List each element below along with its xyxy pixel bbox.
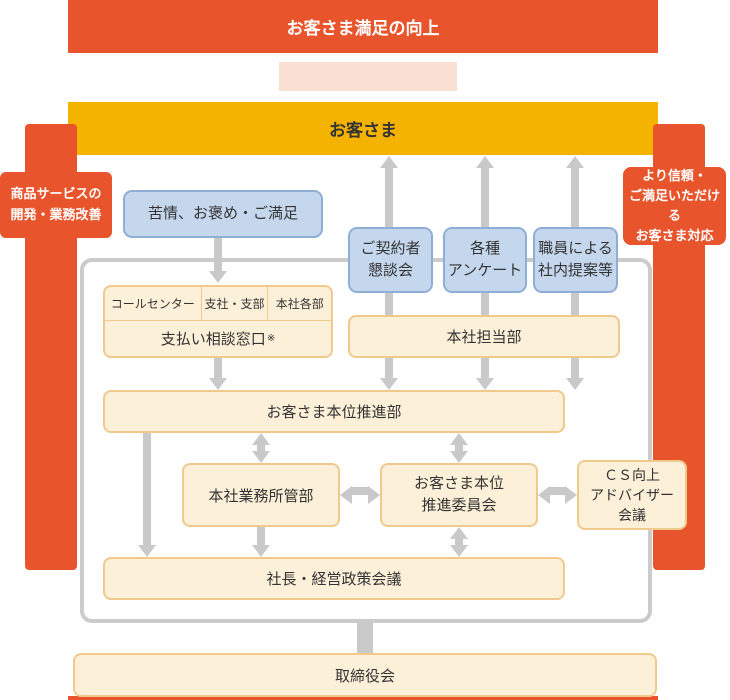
title-banner: お客さま満足の向上: [68, 0, 658, 53]
committee-label: お客さま本位 推進委員会: [413, 474, 504, 515]
head-office-dept-label: 本社担当部: [446, 329, 522, 346]
customer-banner-label: お客さま: [329, 121, 397, 140]
left-side-label: 商品サービスの 開発・業務改善: [0, 172, 112, 238]
management-meeting-label: 社長・経営政策会議: [266, 571, 402, 588]
operations-dept-label: 本社業務所管部: [208, 487, 314, 505]
channel-box-kondankai: ご契約者 懇談会: [348, 227, 433, 293]
complaints-label: 苦情、お褒め・ご満足: [147, 204, 298, 222]
customer-banner: お客さま: [68, 102, 658, 155]
payment-counter-label: 支払い相談窓口: [160, 331, 266, 349]
channel-label: 各種 アンケート: [447, 239, 523, 280]
management-meeting-box: 社長・経営政策会議: [103, 557, 565, 600]
complaints-box: 苦情、お褒め・ご満足: [123, 190, 323, 238]
board-box: 取締役会: [73, 653, 657, 697]
cs-advisor-box: ＣＳ向上 アドバイザー 会議: [577, 460, 687, 530]
title-banner-label: お客さま満足の向上: [286, 19, 440, 38]
channel-box-anketo: 各種 アンケート: [443, 227, 527, 293]
promotion-dept-label: お客さま本位推進部: [266, 404, 402, 421]
contact-header-head-office: 本社各部: [267, 287, 331, 321]
contact-table-header: コールセンター 支社・支部 本社各部: [105, 287, 331, 322]
bottom-strip: [68, 696, 658, 700]
payment-counter-note: ※: [266, 333, 276, 345]
left-side-label-text: 商品サービスの 開発・業務改善: [10, 186, 102, 222]
contact-header-branch: 支社・支部: [200, 287, 268, 321]
cs-advisor-label: ＣＳ向上 アドバイザー 会議: [590, 466, 674, 524]
contact-table: コールセンター 支社・支部 本社各部 支払い相談窓口※: [103, 285, 333, 358]
promotion-dept-box: お客さま本位推進部: [103, 390, 565, 433]
right-side-label-text: より信頼・ ご満足いただける お客さま対応: [628, 167, 720, 244]
board-label: 取締役会: [334, 667, 395, 685]
committee-box: お客さま本位 推進委員会: [380, 463, 538, 527]
channel-label: ご契約者 懇談会: [360, 239, 421, 280]
connector-stub-board: [357, 621, 373, 655]
operations-dept-box: 本社業務所管部: [182, 463, 340, 527]
pink-connector: [279, 62, 457, 91]
channel-label: 職員による 社内提案等: [537, 239, 613, 280]
right-side-label: より信頼・ ご満足いただける お客さま対応: [623, 167, 726, 245]
payment-counter-row: 支払い相談窓口※: [105, 321, 331, 356]
contact-header-call-center: コールセンター: [110, 297, 195, 312]
head-office-dept-box: 本社担当部: [348, 315, 620, 358]
channel-box-teian: 職員による 社内提案等: [533, 227, 618, 293]
